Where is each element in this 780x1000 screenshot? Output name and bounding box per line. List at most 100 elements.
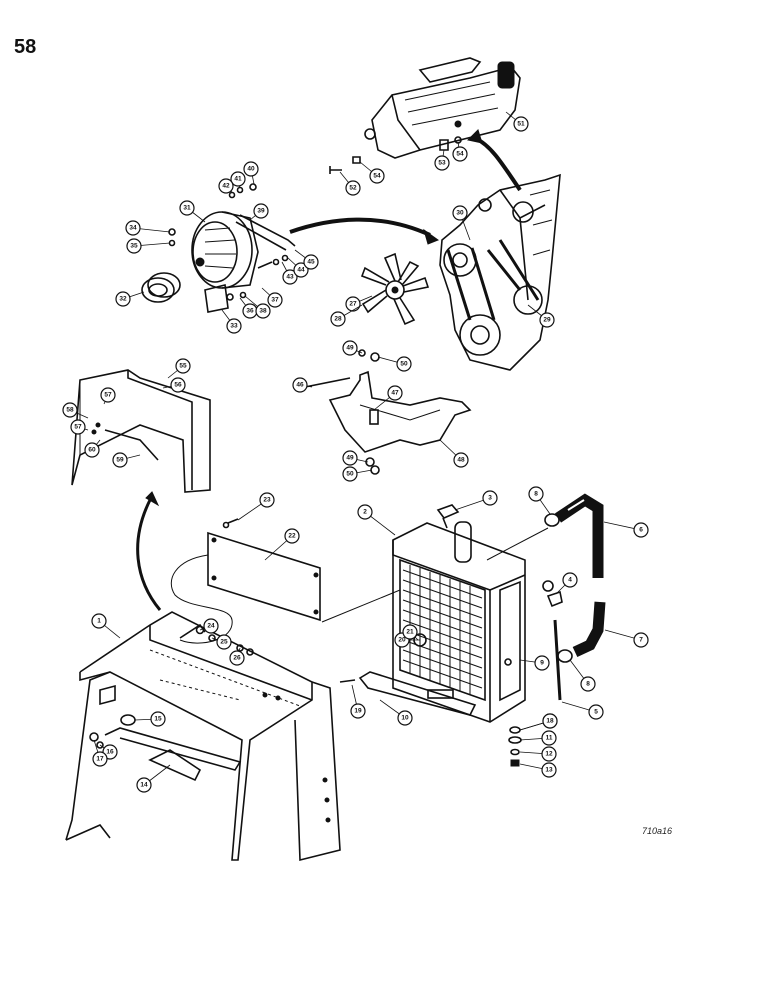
callout-circle bbox=[534, 655, 550, 671]
callout-circle bbox=[396, 356, 412, 372]
engine-block bbox=[439, 173, 561, 371]
page-number: 58 bbox=[14, 36, 37, 58]
callout-number: 48 bbox=[457, 457, 465, 464]
callout-number: 22 bbox=[288, 533, 296, 540]
callout-number: 57 bbox=[74, 424, 82, 431]
callout-circle bbox=[369, 168, 385, 184]
callout-circle bbox=[528, 486, 544, 502]
callout-circle bbox=[84, 442, 100, 458]
callout-number: 35 bbox=[130, 243, 138, 250]
alignment-line bbox=[321, 589, 401, 623]
callout-circle bbox=[136, 777, 152, 793]
callout-circle bbox=[541, 746, 557, 762]
callout-circle bbox=[562, 572, 578, 588]
drain-cock bbox=[542, 580, 563, 608]
callout-number: 8 bbox=[586, 681, 590, 688]
callout-number: 33 bbox=[230, 323, 238, 330]
callout-circle bbox=[267, 292, 283, 308]
callout-circle bbox=[330, 311, 346, 327]
callout-number: 37 bbox=[271, 297, 279, 304]
shroud-hardware bbox=[195, 625, 254, 656]
callout-number: 3 bbox=[488, 495, 492, 502]
lower-hose bbox=[557, 601, 606, 663]
callout-circle bbox=[100, 387, 116, 403]
callout-circle bbox=[216, 634, 232, 650]
callout-circle bbox=[92, 751, 108, 767]
radiator-mount-bracket bbox=[339, 658, 512, 716]
callout-circle bbox=[203, 618, 219, 634]
callout-number: 41 bbox=[234, 176, 242, 183]
callout-number: 19 bbox=[354, 708, 362, 715]
alignment-line-2 bbox=[486, 527, 549, 561]
callout-circle bbox=[482, 490, 498, 506]
starter-motor bbox=[364, 57, 521, 159]
callout-number: 56 bbox=[174, 382, 182, 389]
callout-number: 30 bbox=[456, 210, 464, 217]
callout-number: 23 bbox=[263, 497, 271, 504]
callout-circle bbox=[542, 713, 558, 729]
callout-number: 25 bbox=[220, 639, 228, 646]
callout-number: 52 bbox=[349, 185, 357, 192]
callout-number: 29 bbox=[543, 317, 551, 324]
callout-number: 15 bbox=[154, 716, 162, 723]
callout-number: 38 bbox=[259, 308, 267, 315]
callout-circle bbox=[253, 203, 269, 219]
callout-number: 47 bbox=[391, 390, 399, 397]
callout-number: 32 bbox=[119, 296, 127, 303]
callout-circle bbox=[434, 155, 450, 171]
callout-circle bbox=[303, 254, 319, 270]
callout-circle bbox=[170, 377, 186, 393]
callout-number: 27 bbox=[349, 301, 357, 308]
callout-circle bbox=[580, 676, 596, 692]
overflow-tube bbox=[553, 619, 562, 701]
callout-number: 31 bbox=[183, 205, 191, 212]
callout-circle bbox=[402, 624, 418, 640]
callout-number: 51 bbox=[517, 121, 525, 128]
callout-number: 11 bbox=[546, 735, 553, 742]
starter-pointer-arrow bbox=[474, 136, 522, 192]
callout-circle bbox=[345, 180, 361, 196]
fan bbox=[360, 252, 430, 326]
fan-shroud-lower bbox=[65, 611, 341, 862]
callout-number: 9 bbox=[540, 660, 544, 667]
callout-circle bbox=[342, 450, 358, 466]
callout-group: 1234567889101112131415161718181920212223… bbox=[62, 111, 649, 793]
callout-circle bbox=[284, 528, 300, 544]
callout-number: 50 bbox=[346, 471, 354, 478]
callout-number: 36 bbox=[246, 308, 254, 315]
callout-number: 54 bbox=[373, 173, 381, 180]
alternator-bracket bbox=[204, 214, 296, 313]
callout-number: 57 bbox=[104, 392, 112, 399]
callout-circle bbox=[255, 303, 271, 319]
callout-circle bbox=[541, 762, 557, 778]
fan-shroud-upper bbox=[71, 369, 211, 493]
callout-circle bbox=[397, 710, 413, 726]
callout-number: 6 bbox=[639, 527, 643, 534]
callout-number: 44 bbox=[297, 267, 305, 274]
callout-number: 42 bbox=[222, 183, 230, 190]
alternator bbox=[191, 211, 259, 289]
callout-circle bbox=[218, 178, 234, 194]
callout-circle bbox=[342, 466, 358, 482]
callout-number: 39 bbox=[257, 208, 265, 215]
callout-circle bbox=[452, 146, 468, 162]
callout-number: 58 bbox=[66, 407, 74, 414]
callout-number: 12 bbox=[545, 751, 553, 758]
callout-circle bbox=[126, 238, 142, 254]
callout-number: 8 bbox=[534, 491, 538, 498]
callout-number: 17 bbox=[96, 756, 104, 763]
callout-number: 21 bbox=[406, 629, 414, 636]
baffle-leader bbox=[170, 554, 233, 644]
hidden-line bbox=[149, 649, 301, 707]
callout-number: 14 bbox=[140, 782, 148, 789]
starter-bolts bbox=[329, 136, 462, 174]
callout-circle bbox=[292, 377, 308, 393]
callout-circle bbox=[342, 340, 358, 356]
callout-number: 10 bbox=[401, 715, 409, 722]
callout-circle bbox=[293, 262, 309, 278]
callout-number: 55 bbox=[179, 363, 187, 370]
callout-number: 1 bbox=[97, 618, 101, 625]
callout-circle bbox=[387, 385, 403, 401]
callout-circle bbox=[259, 492, 275, 508]
callout-number: 26 bbox=[233, 655, 241, 662]
